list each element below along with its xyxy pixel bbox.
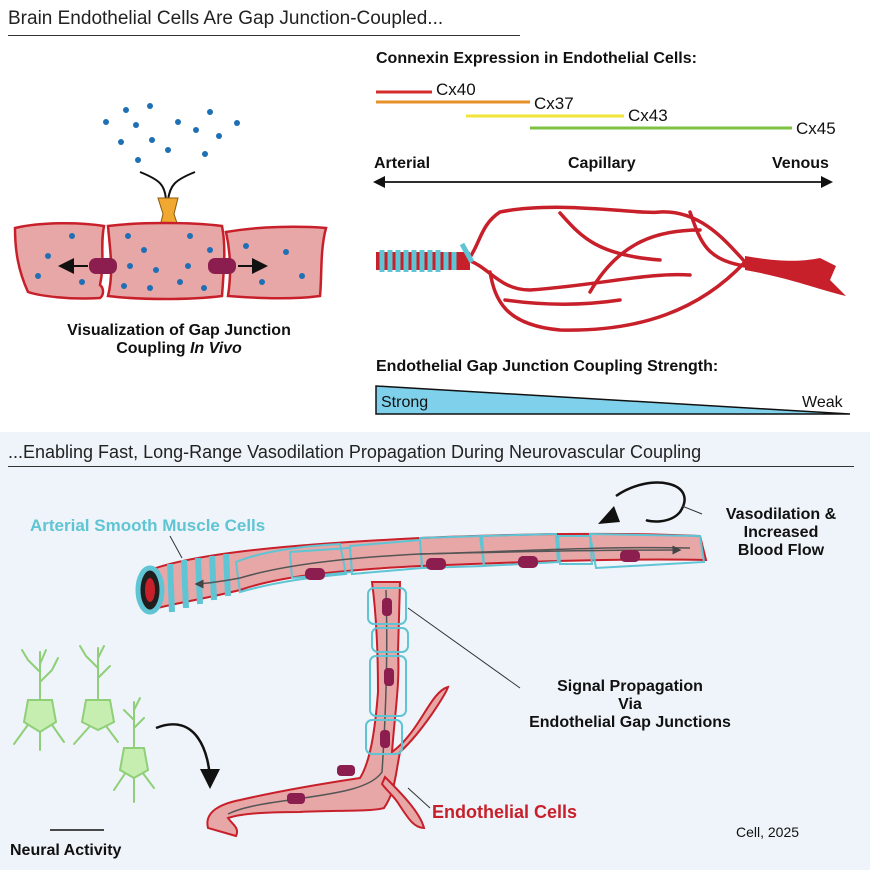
top-title-underline <box>8 35 520 36</box>
cx45-label: Cx45 <box>796 119 836 138</box>
capillary-vessel <box>206 581 450 838</box>
weak-label: Weak <box>802 394 843 411</box>
bottom-title-underline <box>8 466 854 467</box>
signal-line1: Signal Propagation <box>557 678 703 695</box>
axis-label-capillary: Capillary <box>568 155 636 172</box>
pipette-line-left <box>139 171 167 201</box>
connexin-expression-bars <box>376 90 792 130</box>
vascular-tree <box>376 205 747 332</box>
vasodilation-arrowhead <box>598 506 620 524</box>
smooth-muscle-label: Arterial Smooth Muscle Cells <box>30 516 266 535</box>
gap-junction-cap-5 <box>287 793 305 804</box>
top-panel: Brain Endothelial Cells Are Gap Junction… <box>0 0 870 432</box>
viz-label-line1: Visualization of Gap Junction <box>67 322 291 339</box>
axis-label-venous: Venous <box>772 155 829 172</box>
arteriole-lumen-inner <box>145 578 155 602</box>
vasodilation-curved-arrow <box>615 481 686 523</box>
capillary-branch <box>206 581 450 838</box>
cx40-label: Cx40 <box>436 80 476 99</box>
top-illustration <box>13 90 851 415</box>
gap-junction-cap-2 <box>384 668 394 686</box>
signal-leader <box>407 607 521 689</box>
viz-label-line2-italic: In Vivo <box>189 340 242 357</box>
coupling-strength-title: Endothelial Gap Junction Coupling Streng… <box>376 358 719 375</box>
vasodilation-label: Vasodilation & Increased Blood Flow <box>706 506 856 560</box>
gap-junction-right <box>208 258 236 274</box>
vasodilation-line2: Increased <box>743 524 819 541</box>
signal-path-arteriole-left <box>194 546 691 589</box>
neuron-soma-2 <box>80 699 116 732</box>
dye-particles <box>103 103 240 163</box>
gap-junction-art-3 <box>518 556 538 568</box>
neuron-soma-1 <box>22 699 58 734</box>
gap-junction-art-1 <box>305 568 325 580</box>
axis-label-arterial: Arterial <box>374 155 431 172</box>
endothelial-leader <box>407 787 431 809</box>
neuron-soma-3 <box>118 747 150 780</box>
gap-junction-cap-1 <box>382 598 392 616</box>
neural-activity-label: Neural Activity <box>10 842 122 859</box>
vasodilation-leader <box>681 505 703 515</box>
neurons <box>13 645 155 803</box>
signal-line3: Endothelial Gap Junctions <box>529 714 731 731</box>
vasodilation-line1: Vasodilation & <box>725 506 837 523</box>
arteriole-vessel <box>149 532 708 612</box>
gap-junction-cap-4 <box>337 765 355 776</box>
bottom-panel: ...Enabling Fast, Long-Range Vasodilatio… <box>0 432 870 870</box>
signal-line2: Via <box>618 696 642 713</box>
signal-path-capillary <box>227 589 388 815</box>
vasodilation-line3: Blood Flow <box>737 542 825 559</box>
venule <box>745 256 846 296</box>
bottom-panel-title: ...Enabling Fast, Long-Range Vasodilatio… <box>8 442 702 462</box>
signal-propagation-label: Signal Propagation Via Endothelial Gap J… <box>500 678 760 732</box>
gap-junction-art-4 <box>620 550 640 562</box>
cx43-label: Cx43 <box>628 106 668 125</box>
citation: Cell, 2025 <box>736 824 800 840</box>
gap-junction-art-2 <box>426 558 446 570</box>
viz-label-line2-prefix: Coupling <box>116 340 190 357</box>
pipette-line-right <box>167 171 196 201</box>
arteriole-smooth-muscle-rings <box>167 553 231 613</box>
signal-path-arteriole-right <box>419 545 682 555</box>
coupling-strength-wedge <box>375 385 851 415</box>
gap-junction-left <box>89 258 117 274</box>
gap-junction-cap-3 <box>380 730 390 748</box>
top-panel-title: Brain Endothelial Cells Are Gap Junction… <box>8 8 444 29</box>
viz-label-line2: Coupling In Vivo <box>64 340 294 358</box>
smooth-muscle-leader <box>169 535 183 559</box>
endothelial-cell-right <box>224 225 328 300</box>
endothelial-cell-group <box>13 221 328 301</box>
bottom-illustration <box>13 481 708 838</box>
viz-label: Visualization of Gap Junction Coupling I… <box>64 322 294 358</box>
pericyte-outlines <box>365 587 409 755</box>
neural-activity-arrow <box>155 723 220 789</box>
endothelial-cell-middle <box>106 221 226 301</box>
capillary-side-branch <box>380 775 426 830</box>
smooth-muscle-cell-outlines <box>234 532 706 594</box>
connexin-title: Connexin Expression in Endothelial Cells… <box>376 50 697 67</box>
cx37-label: Cx37 <box>534 94 574 113</box>
endothelial-cells-label: Endothelial Cells <box>432 802 578 822</box>
arteriole-smooth-muscle <box>376 242 475 272</box>
arteriole <box>135 532 708 615</box>
strong-label: Strong <box>381 394 429 411</box>
